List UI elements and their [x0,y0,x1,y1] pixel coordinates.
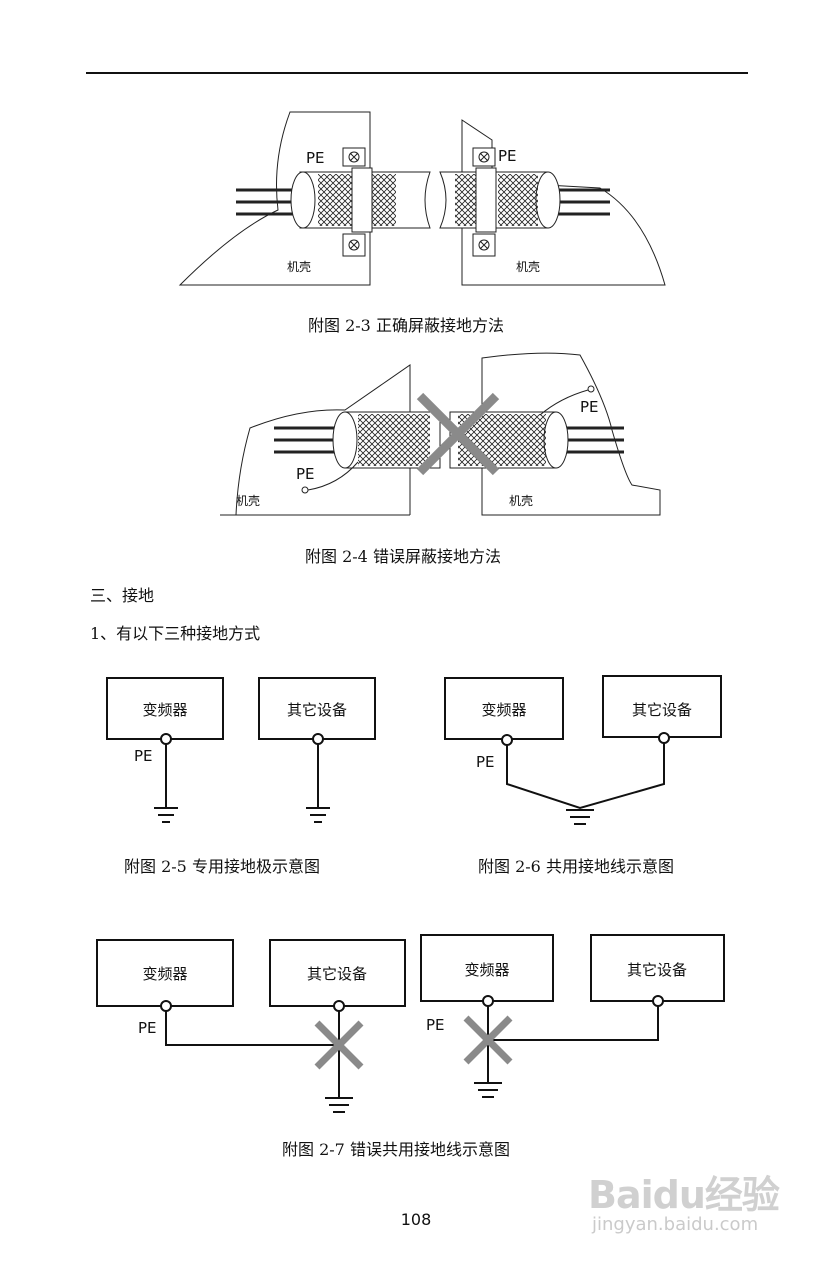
fig-2-4-chassis-left: 机壳 [236,494,260,508]
chassis-right-outline-2 [481,352,661,516]
cable-right-2 [449,411,569,469]
fig-2-7-left-box-other [269,939,406,1007]
fig-2-6-pe: PE [476,753,495,771]
fig-2-4-chassis-right: 机壳 [509,494,533,508]
cable-left [290,167,431,233]
fig-2-6-box-inverter [444,677,564,740]
fig-2-7-left-pe: PE [138,1019,157,1037]
fig-2-4-cross-mark [416,392,500,476]
watermark-logo: Baidu经验 [588,1173,780,1217]
list-item: 1、有以下三种接地方式 [90,624,261,643]
fig-2-3-diagram [178,111,666,286]
pe-lead-left [301,461,359,494]
pe-lead-right [539,385,595,416]
header-rule [86,72,748,74]
cable-left-2 [332,411,441,469]
fig-2-6-label-other: 其它设备 [632,701,692,719]
ground-symbol-2 [306,807,330,823]
fig-2-3-caption: 附图 2-3 正确屏蔽接地方法 [308,316,504,335]
fig-2-6-box-other [602,675,722,738]
chassis-left-outline-2 [220,364,411,516]
fig-2-3-chassis-right: 机壳 [516,260,540,274]
fig-2-4-diagram [220,352,661,516]
fig-2-7-left-label-other: 其它设备 [307,965,367,983]
page-number: 108 [400,1210,432,1229]
fig-2-5-caption: 附图 2-5 专用接地极示意图 [124,857,320,876]
chassis-right-outline [461,119,666,286]
watermark-url: jingyan.baidu.com [592,1214,759,1235]
cable-right [439,167,561,233]
fig-2-7-right-label-other: 其它设备 [627,961,687,979]
chassis-left-outline [178,111,371,286]
ground-symbol-4 [325,1097,353,1113]
fig-2-5-box-inverter [106,677,224,740]
fig-2-5-diagram [106,677,376,823]
fig-2-7-caption: 附图 2-7 错误共用接地线示意图 [282,1140,510,1159]
fig-2-5-pe: PE [134,747,153,765]
watermark: Baidu经验 jingyan.baidu.com [588,1150,808,1250]
fig-2-7-right-cross-mark [463,1015,513,1065]
fig-2-7-right-box-inverter [420,934,554,1002]
fig-2-7-right-pe: PE [426,1016,445,1034]
fig-2-3-chassis-left: 机壳 [287,260,311,274]
ground-symbol-3 [566,809,594,825]
fig-2-3-pe-right: PE [498,147,517,165]
fig-2-4-pe-left: PE [296,465,315,483]
fig-2-7-right-diagram [420,934,725,1098]
wires-right-2 [560,426,624,454]
fig-2-7-left-cross-mark [314,1020,364,1070]
fig-2-7-left-label-inverter: 变频器 [142,965,187,983]
ground-symbol-1 [154,807,178,823]
wires-left-2 [274,426,340,454]
clamp-right [472,147,496,257]
fig-2-6-diagram [444,675,722,825]
fig-2-5-label-other: 其它设备 [287,701,347,719]
fig-2-4-pe-right: PE [580,398,599,416]
section-heading: 三、接地 [90,586,155,605]
ground-symbol-5 [474,1082,502,1098]
fig-2-7-right-box-other [590,934,725,1002]
fig-2-5-box-other [258,677,376,740]
fig-2-6-caption: 附图 2-6 共用接地线示意图 [478,857,674,876]
fig-2-4-caption: 附图 2-4 错误屏蔽接地方法 [305,547,501,566]
fig-2-6-label-inverter: 变频器 [481,701,526,719]
fig-2-3-pe-left: PE [306,149,325,167]
clamp-left [342,147,366,257]
fig-2-7-left-diagram [96,939,406,1113]
fig-2-7-right-label-inverter: 变频器 [464,961,509,979]
fig-2-5-label-inverter: 变频器 [142,701,187,719]
